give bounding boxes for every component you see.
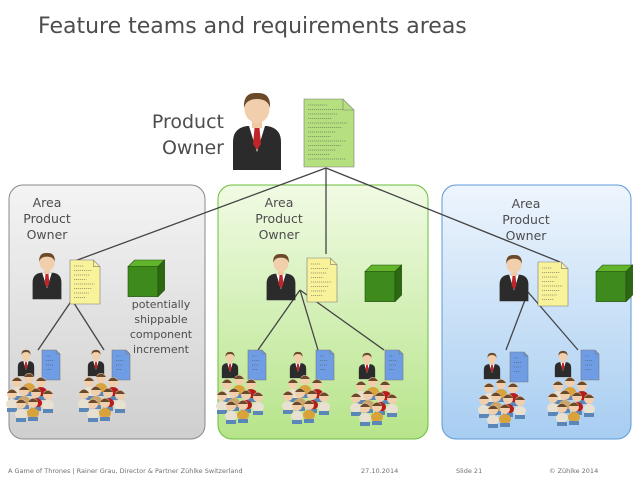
team-2-member-business-person-icon — [87, 349, 105, 377]
increment-note-line4: increment — [133, 343, 189, 356]
team-3-team-group-icon — [216, 375, 264, 424]
team-6-team-group-icon — [478, 379, 526, 428]
area-1-increment-green-cube-icon — [127, 259, 166, 298]
area-1-label: Area Product Owner — [12, 195, 82, 243]
team-5-backlog-backlog-document-icon — [384, 349, 404, 381]
team-7-member-business-person-icon — [554, 350, 572, 378]
area-3-backlog-backlog-document-icon — [537, 261, 569, 307]
area-1-label-line1: Area — [32, 195, 62, 210]
increment-note-line1: potentially — [131, 298, 191, 311]
area-2-label-line3: Owner — [258, 227, 300, 242]
area-2-backlog-backlog-document-icon — [306, 257, 338, 303]
team-4-team-group-icon — [282, 375, 330, 424]
area-2-label-line1: Area — [264, 195, 294, 210]
footer-slide-number: Slide 21 — [456, 467, 483, 475]
team-4-member-business-person-icon — [289, 351, 307, 379]
increment-note-line3: component — [129, 328, 193, 341]
connector-lines — [37, 167, 579, 351]
team-6-member-business-person-icon — [483, 352, 501, 380]
area-1-backlog-backlog-document-icon — [69, 259, 101, 305]
area-2-label-line2: Product — [255, 211, 303, 226]
area-3-label: Area Product Owner — [491, 196, 561, 244]
footer-copyright: © Zühlke 2014 — [549, 467, 599, 475]
footer-presenter: A Game of Thrones | Rainer Grau, Directo… — [8, 467, 243, 475]
team-7-backlog-backlog-document-icon — [580, 349, 600, 381]
area-2-label: Area Product Owner — [244, 195, 314, 243]
team-7-team-group-icon — [547, 377, 595, 426]
product-owner-business-person-icon — [233, 92, 281, 170]
area-3-label-line1: Area — [511, 196, 541, 211]
team-1-team-group-icon — [6, 373, 54, 422]
area-3-increment-green-cube-icon — [595, 264, 634, 303]
team-2-team-group-icon — [78, 373, 126, 422]
product-owner-label-line1: Product — [151, 111, 224, 133]
team-5-member-business-person-icon — [358, 352, 376, 380]
page-title: Feature teams and requirements areas — [38, 14, 467, 39]
area-panel-2 — [217, 184, 429, 440]
team-5-team-group-icon — [350, 377, 398, 426]
area-3-label-line2: Product — [502, 212, 550, 227]
team-4-backlog-backlog-document-icon — [315, 349, 335, 381]
team-6-backlog-backlog-document-icon — [509, 351, 529, 383]
team-1-member-business-person-icon — [17, 349, 35, 377]
product-owner-label: Product Owner — [128, 109, 224, 161]
team-3-member-business-person-icon — [221, 351, 239, 379]
increment-note-line2: shippable — [134, 313, 188, 326]
area-3-product-owner-business-person-icon — [499, 254, 529, 302]
area-2-product-owner-business-person-icon — [266, 253, 296, 301]
area-2-increment-green-cube-icon — [364, 264, 403, 303]
area-1-label-line3: Owner — [26, 227, 68, 242]
increment-note: potentially shippable component incremen… — [128, 297, 194, 357]
product-owner-label-line2: Owner — [161, 137, 224, 159]
area-3-label-line3: Owner — [505, 228, 547, 243]
footer-date: 27.10.2014 — [361, 467, 399, 475]
product-backlog-backlog-document-icon — [303, 98, 355, 168]
team-2-backlog-backlog-document-icon — [111, 349, 131, 381]
team-3-backlog-backlog-document-icon — [247, 349, 267, 381]
area-1-product-owner-business-person-icon — [32, 252, 62, 300]
area-1-label-line2: Product — [23, 211, 71, 226]
team-1-backlog-backlog-document-icon — [41, 349, 61, 381]
